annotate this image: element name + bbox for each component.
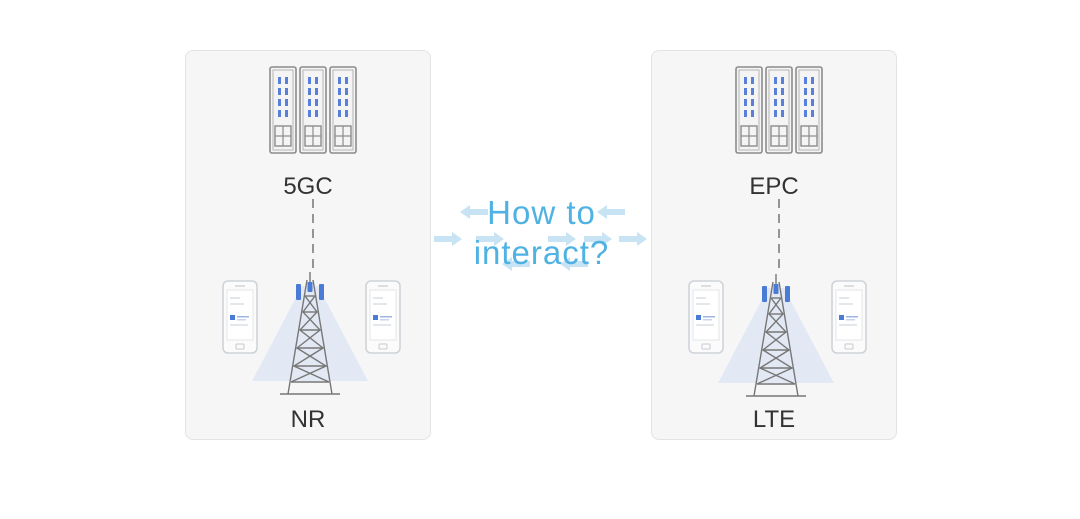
cell-tower-icon — [251, 271, 369, 395]
cell-tower-icon — [717, 273, 835, 397]
question-line-1: How to — [487, 194, 596, 231]
epc-lte-panel: EPC LTE — [651, 50, 897, 440]
radio-access-label: NR — [290, 406, 326, 433]
core-network-label: EPC — [749, 173, 799, 200]
smartphone-icon — [365, 280, 401, 354]
5gc-nr-panel: 5GC NR — [185, 50, 431, 440]
radio-access-label: LTE — [752, 406, 796, 433]
interaction-question: How to interact? — [432, 192, 651, 282]
question-line-2: interact? — [473, 234, 610, 271]
server-rack-icon — [269, 66, 357, 154]
smartphone-icon — [831, 280, 867, 354]
5gc-nr-illustration — [222, 66, 401, 395]
smartphone-icon — [688, 280, 724, 354]
server-rack-icon — [735, 66, 823, 154]
epc-lte-illustration — [688, 66, 867, 397]
core-network-label: 5GC — [283, 173, 333, 200]
smartphone-icon — [222, 280, 258, 354]
